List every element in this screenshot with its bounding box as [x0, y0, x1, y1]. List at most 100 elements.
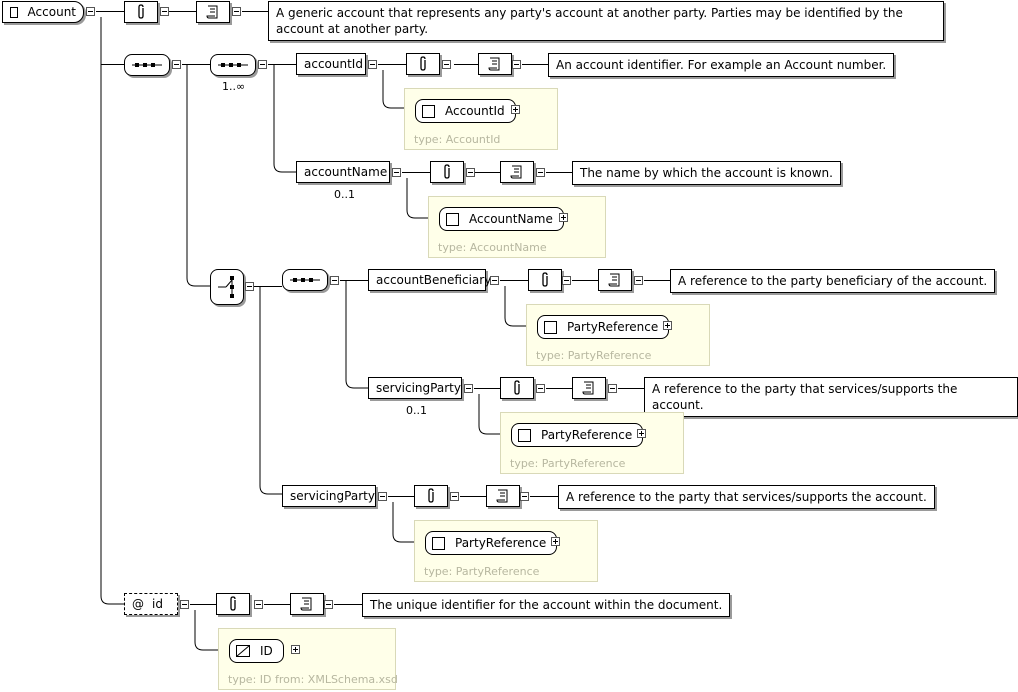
expand-icon[interactable]	[511, 105, 520, 114]
accountBeneficiary-documentation: A reference to the party beneficiary of …	[670, 269, 996, 293]
type-accountId[interactable]: AccountId	[415, 99, 516, 123]
type-square-icon	[422, 104, 435, 118]
multiplicity-label: 0..1	[334, 188, 355, 201]
collapse-icon[interactable]	[160, 7, 169, 16]
documentation-icon[interactable]	[572, 377, 606, 399]
type-label: type: ID from: XMLSchema.xsd	[228, 673, 398, 686]
type-name: AccountName	[469, 212, 553, 226]
collapse-icon[interactable]	[450, 492, 459, 501]
type-box-servicingParty: PartyReference type: PartyReference	[500, 412, 684, 474]
type-square-icon	[518, 428, 531, 442]
type-name: PartyReference	[567, 320, 659, 334]
expand-icon[interactable]	[663, 321, 672, 330]
type-label: type: AccountId	[414, 133, 501, 146]
collapse-icon[interactable]	[330, 276, 339, 285]
collapse-icon[interactable]	[392, 168, 401, 177]
collapse-icon[interactable]	[378, 492, 387, 501]
collapse-icon[interactable]	[232, 7, 241, 16]
account-documentation: A generic account that represents any pa…	[268, 1, 944, 41]
collapse-icon[interactable]	[245, 282, 254, 291]
collapse-icon[interactable]	[180, 600, 189, 609]
type-servicingParty[interactable]: PartyReference	[511, 423, 644, 447]
paperclip-icon[interactable]	[124, 1, 158, 23]
expand-icon[interactable]	[551, 537, 560, 546]
id-documentation: The unique identifier for the account wi…	[362, 593, 731, 617]
element-accountName[interactable]: accountName	[296, 161, 390, 183]
attribute-id[interactable]: @ id	[124, 593, 178, 615]
sequence-icon[interactable]	[210, 54, 256, 76]
element-account[interactable]: Account	[2, 1, 84, 23]
element-account-label: Account	[27, 5, 76, 19]
type-accountBeneficiary[interactable]: PartyReference	[537, 315, 670, 339]
type-label: type: PartyReference	[510, 457, 626, 470]
documentation-icon[interactable]	[478, 53, 512, 75]
collapse-icon[interactable]	[324, 600, 333, 609]
collapse-icon[interactable]	[608, 384, 617, 393]
paperclip-icon[interactable]	[430, 161, 464, 183]
type-name: ID	[260, 644, 273, 658]
documentation-icon[interactable]	[500, 161, 534, 183]
collapse-icon[interactable]	[562, 276, 571, 285]
multiplicity-label: 0..1	[406, 404, 427, 417]
accountId-documentation: An account identifier. For example an Ac…	[548, 53, 895, 77]
servicingParty-documentation: A reference to the party that services/s…	[558, 485, 935, 509]
expand-icon[interactable]	[559, 213, 568, 222]
element-servicingParty[interactable]: servicingParty	[282, 485, 376, 507]
collapse-icon[interactable]	[368, 60, 377, 69]
type-label: type: AccountName	[438, 241, 547, 254]
documentation-icon[interactable]	[196, 1, 230, 23]
collapse-icon[interactable]	[634, 276, 643, 285]
type-box-servicingParty: PartyReference type: PartyReference	[414, 520, 598, 582]
attribute-id-label: id	[152, 597, 163, 611]
type-label: type: PartyReference	[424, 565, 540, 578]
collapse-icon[interactable]	[172, 60, 181, 69]
paperclip-icon[interactable]	[528, 269, 562, 291]
type-accountName[interactable]: AccountName	[439, 207, 564, 231]
sequence-icon[interactable]	[124, 54, 170, 76]
collapse-icon[interactable]	[466, 168, 475, 177]
expand-icon[interactable]	[291, 645, 300, 654]
simple-type-icon	[236, 645, 250, 657]
type-box-id: ID type: ID from: XMLSchema.xsd	[218, 628, 398, 690]
paperclip-icon[interactable]	[216, 593, 250, 615]
collapse-icon[interactable]	[536, 168, 545, 177]
collapse-icon[interactable]	[520, 492, 529, 501]
collapse-icon[interactable]	[86, 7, 95, 16]
choice-icon[interactable]	[210, 269, 244, 305]
sequence-icon[interactable]	[282, 269, 328, 291]
element-square-icon	[10, 6, 18, 18]
type-servicingParty[interactable]: PartyReference	[425, 531, 558, 555]
type-box-accountId: AccountId type: AccountId	[404, 88, 558, 150]
accountName-documentation: The name by which the account is known.	[572, 161, 841, 185]
type-name: PartyReference	[541, 428, 633, 442]
element-accountBeneficiary[interactable]: accountBeneficiary	[368, 269, 491, 291]
collapse-icon[interactable]	[464, 384, 473, 393]
collapse-icon[interactable]	[254, 600, 263, 609]
type-square-icon	[544, 320, 557, 334]
type-name: AccountId	[445, 104, 505, 118]
paperclip-icon[interactable]	[414, 485, 448, 507]
collapse-icon[interactable]	[442, 60, 451, 69]
collapse-icon[interactable]	[512, 60, 521, 69]
collapse-icon[interactable]	[258, 60, 267, 69]
attribute-prefix: @	[132, 597, 144, 611]
collapse-icon[interactable]	[536, 384, 545, 393]
collapse-icon[interactable]	[490, 276, 499, 285]
type-id[interactable]: ID	[229, 639, 284, 663]
servicingParty-documentation: A reference to the party that services/s…	[644, 377, 1018, 417]
element-accountId[interactable]: accountId	[296, 53, 366, 75]
paperclip-icon[interactable]	[500, 377, 534, 399]
element-servicingParty[interactable]: servicingParty	[368, 377, 462, 399]
type-label: type: PartyReference	[536, 349, 652, 362]
type-box-accountName: AccountName type: AccountName	[428, 196, 606, 258]
documentation-icon[interactable]	[290, 593, 324, 615]
multiplicity-label: 1..∞	[222, 80, 246, 93]
expand-icon[interactable]	[637, 429, 646, 438]
type-square-icon	[446, 212, 459, 226]
paperclip-icon[interactable]	[406, 53, 440, 75]
documentation-icon[interactable]	[598, 269, 632, 291]
type-box-accountBeneficiary: PartyReference type: PartyReference	[526, 304, 710, 366]
documentation-icon[interactable]	[486, 485, 520, 507]
type-square-icon	[432, 536, 445, 550]
